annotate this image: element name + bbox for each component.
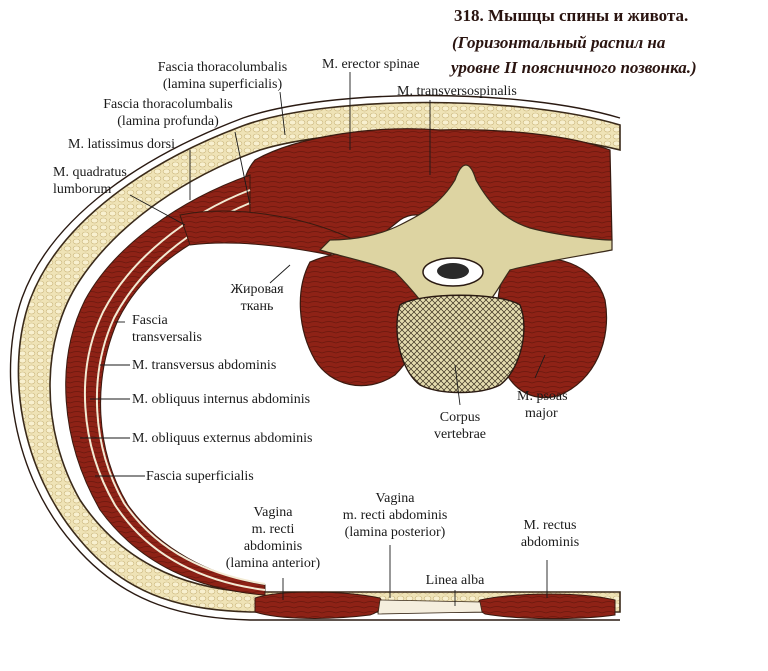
label-transversospinalis: M. transversospinalis [397,84,517,99]
rectus-left-muscle [254,591,383,619]
label-fascia-superficialis: Fascia superficialis [146,469,254,484]
label-quadratus-1: M. quadratus [53,165,127,180]
label-vagina-ant-3: abdominis [243,539,303,554]
label-rectus-1: M. rectus [523,518,577,533]
label-psoas-2: major [525,406,558,421]
linea-alba-band [377,599,483,615]
spinal-cord [437,263,469,279]
quadratus-lumborum-muscle [179,210,351,256]
label-zhir-1: Жировая [230,282,284,297]
figure-title-line-2: (Горизонтальный распил на [452,33,666,52]
leader-lines [80,72,548,606]
rectus-right-muscle [477,593,616,620]
label-vagina-post-3: (lamina posterior) [344,525,446,540]
label-quadratus-2: lumborum [53,182,112,197]
label-linea-alba: Linea alba [425,573,485,588]
skin-line [9,94,621,621]
label-zhir-2: ткань [240,299,274,314]
label-psoas-1: M. psoas [517,389,568,404]
vertebral-body [396,294,525,394]
label-obliquus-internus: M. obliquus internus abdominis [132,392,311,407]
label-erector-spinae: M. erector spinae [322,57,420,72]
label-corpus-2: vertebrae [433,427,487,442]
label-rectus-2: abdominis [520,535,580,550]
vertebra-processes [318,164,613,301]
label-vagina-ant-4: (lamina anterior) [225,556,321,571]
figure-title-line-1: 318. Мышцы спины и живота. [454,6,689,25]
label-latissimus-dorsi: M. latissimus dorsi [68,137,175,152]
label-corpus-1: Corpus [439,410,481,425]
label-vagina-post-2: m. recti abdominis [342,508,448,523]
label-transversus-abdominis: M. transversus abdominis [132,358,277,373]
label-fascia-transversalis-2: transversalis [132,330,202,345]
fascial-line-1 [84,189,266,591]
label-fascia-tl-prof-1: Fascia thoracolumbalis [103,97,233,112]
fascial-line-2 [95,202,266,585]
label-vagina-post-1: Vagina [375,491,415,506]
label-fascia-tl-sup-2: (lamina superficialis) [162,77,283,92]
label-vagina-ant-2: m. recti [251,522,295,537]
label-vagina-ant-1: Vagina [253,505,293,520]
figure-title-line-3: уровне II поясничного позвонка.) [451,58,697,77]
label-fascia-transversalis-1: Fascia [132,313,168,328]
label-fascia-tl-sup-1: Fascia thoracolumbalis [157,60,288,75]
label-obliquus-externus: M. obliquus externus abdominis [132,431,313,446]
lateral-abdominal-muscles [65,174,266,596]
label-fascia-tl-prof-2: (lamina profunda) [117,114,219,129]
